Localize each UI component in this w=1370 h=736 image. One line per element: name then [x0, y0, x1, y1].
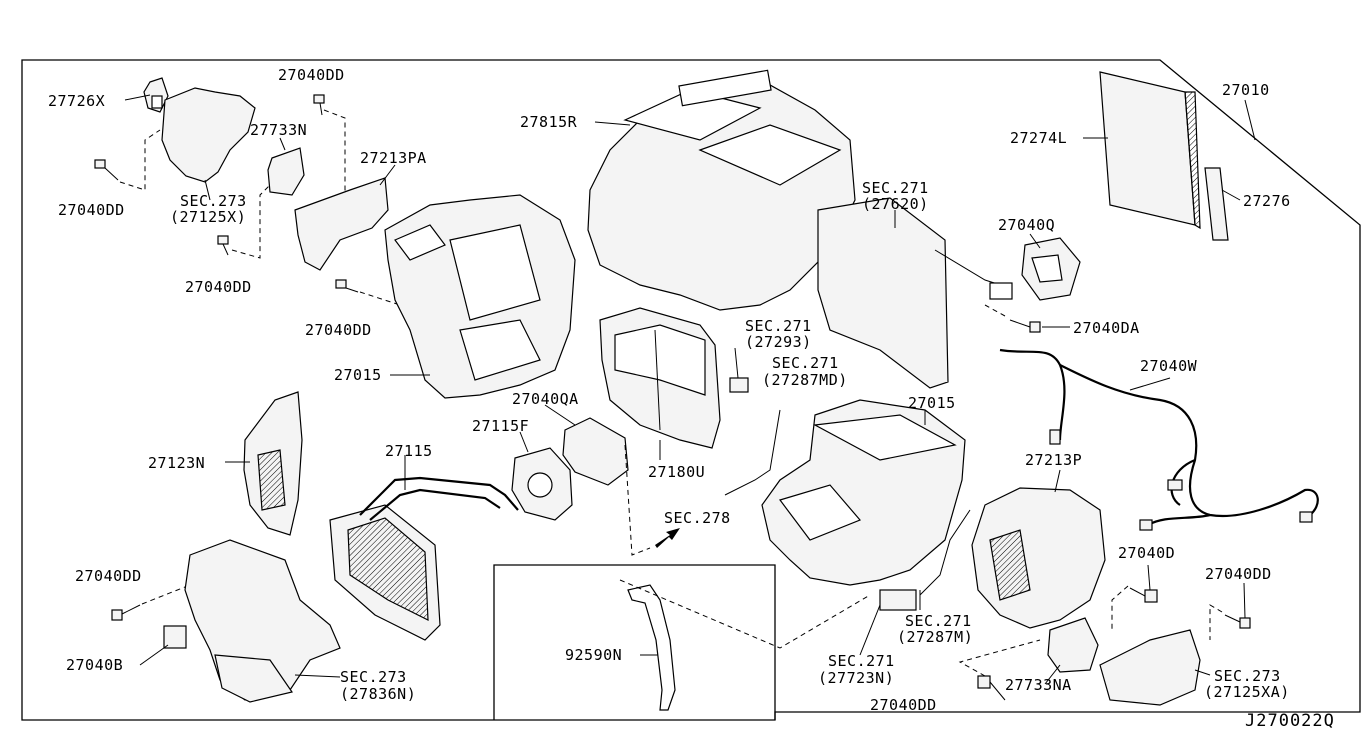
label-sec278: SEC.278: [664, 509, 731, 527]
screw-27040dd-3: [217, 235, 229, 256]
label-27115f: 27115F: [472, 417, 530, 435]
part-27287m-wire: [919, 509, 971, 596]
label-sec271-27293: SEC.271: [745, 317, 812, 335]
screw-27040d: [1129, 587, 1158, 603]
label-27815r: 27815R: [520, 113, 578, 131]
label-27040dd-lower-left: 27040DD: [75, 567, 142, 585]
part-92590n-hose: [627, 584, 676, 711]
label-sec271-27723n-sub: (27723N): [818, 669, 895, 687]
label-27040dd-bottom: 27040DD: [870, 696, 937, 714]
part-27125xa-duct: [1099, 629, 1201, 706]
screw-27040dd-4: [335, 279, 359, 293]
label-27040dd-top: 27040DD: [278, 66, 345, 84]
label-27040dd-mid: 27040DD: [185, 278, 252, 296]
label-27040q: 27040Q: [998, 216, 1056, 234]
label-27213pa: 27213PA: [360, 149, 427, 167]
label-sec271-27287m: SEC.271: [905, 612, 972, 630]
screw-27040dd-2: [313, 94, 325, 116]
sec278-arrow: [655, 528, 680, 548]
sub-frame: [493, 564, 776, 720]
label-27040d: 27040D: [1118, 544, 1176, 562]
label-27040dd-mid2: 27040DD: [305, 321, 372, 339]
label-sec271-27287m-sub: (27287M): [897, 628, 974, 646]
label-27115: 27115: [385, 442, 433, 460]
label-27276: 27276: [1243, 192, 1291, 210]
label-27040da: 27040DA: [1073, 319, 1140, 337]
label-27274l: 27274L: [1010, 129, 1068, 147]
diagram-frame: [21, 59, 1361, 721]
part-27733n-actuator: [267, 147, 305, 196]
part-27620-core: [817, 197, 949, 389]
part-27213pa-bracket: [294, 177, 389, 271]
label-27213p: 27213P: [1025, 451, 1083, 469]
part-27723n-sensor: [879, 589, 917, 611]
part-27125x-duct: [161, 87, 256, 183]
label-27040w: 27040W: [1140, 357, 1198, 375]
label-27180u: 27180U: [648, 463, 706, 481]
label-27010: 27010: [1222, 81, 1270, 99]
label-27015-right: 27015: [908, 394, 956, 412]
label-sec273-27125xa-sub: (27125XA): [1204, 683, 1290, 701]
label-sec273-27125xa: SEC.273: [1214, 667, 1281, 685]
label-sec271-27287md-sub: (27287MD): [762, 371, 848, 389]
part-27040w-harness: [999, 348, 1319, 531]
label-sec271-27723n: SEC.271: [828, 652, 895, 670]
screw-27040dd-6: [1224, 614, 1251, 629]
label-27733na: 27733NA: [1005, 676, 1072, 694]
screw-27040dd-7: [977, 675, 1006, 701]
label-sec271-27620: SEC.271: [862, 179, 929, 197]
label-27123n: 27123N: [148, 454, 206, 472]
label-27733n: 27733N: [250, 121, 308, 139]
part-27274l-filter: [1099, 71, 1196, 226]
label-27015-left: 27015: [334, 366, 382, 384]
label-27040dd-lower-right: 27040DD: [1205, 565, 1272, 583]
label-sec273-27125x: SEC.273: [180, 192, 247, 210]
label-92590n: 92590N: [565, 646, 623, 664]
part-27726x-connector: [143, 77, 169, 113]
label-sec271-27293-sub: (27293): [745, 333, 812, 351]
label-27726x: 27726X: [48, 92, 106, 110]
label-sec273-27125x-sub: (27125X): [170, 208, 247, 226]
screw-27040dd-1: [94, 159, 119, 181]
screw-27040da: [1009, 319, 1041, 333]
diagram-reference-id: J270022Q: [1245, 711, 1335, 731]
part-27213p-blower: [971, 487, 1106, 629]
screw-27040dd-5: [111, 604, 141, 621]
part-27040qa-pad: [562, 417, 629, 486]
part-27733na-actuator: [1047, 617, 1099, 673]
part-27040b-clip: [163, 625, 187, 649]
label-27040qa: 27040QA: [512, 390, 579, 408]
leader-lines: [124, 94, 1256, 685]
label-27040b: 27040B: [66, 656, 124, 674]
part-27276-seal: [1204, 167, 1229, 241]
label-sec271-27620-sub: (27620): [862, 195, 929, 213]
part-27293-connector: [729, 377, 749, 393]
part-27287md-wire: [724, 409, 781, 496]
label-27040dd-left: 27040DD: [58, 201, 125, 219]
label-sec271-27287md: SEC.271: [772, 354, 839, 372]
label-sec273-27836n: SEC.273: [340, 668, 407, 686]
label-sec273-27836n-sub: (27836N): [340, 685, 417, 703]
